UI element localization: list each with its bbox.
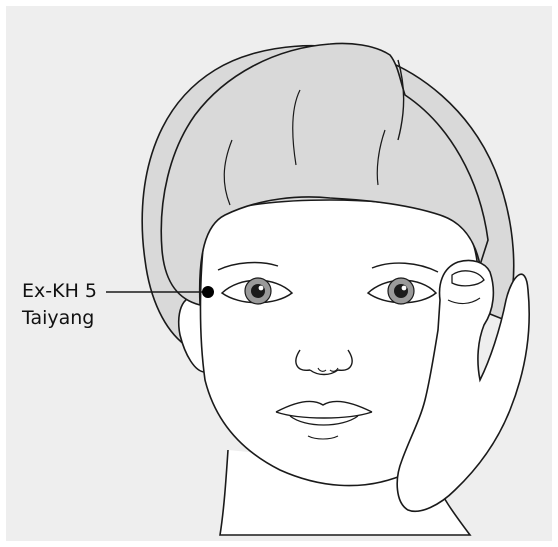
left-eye-highlight bbox=[259, 286, 264, 291]
right-eye-highlight bbox=[402, 286, 407, 291]
right-pupil bbox=[394, 284, 408, 298]
acupoint-marker bbox=[202, 286, 214, 298]
acupoint-code-label: Ex-KH 5 bbox=[22, 279, 97, 303]
left-pupil bbox=[251, 284, 265, 298]
acupoint-name-label: Taiyang bbox=[22, 306, 94, 330]
